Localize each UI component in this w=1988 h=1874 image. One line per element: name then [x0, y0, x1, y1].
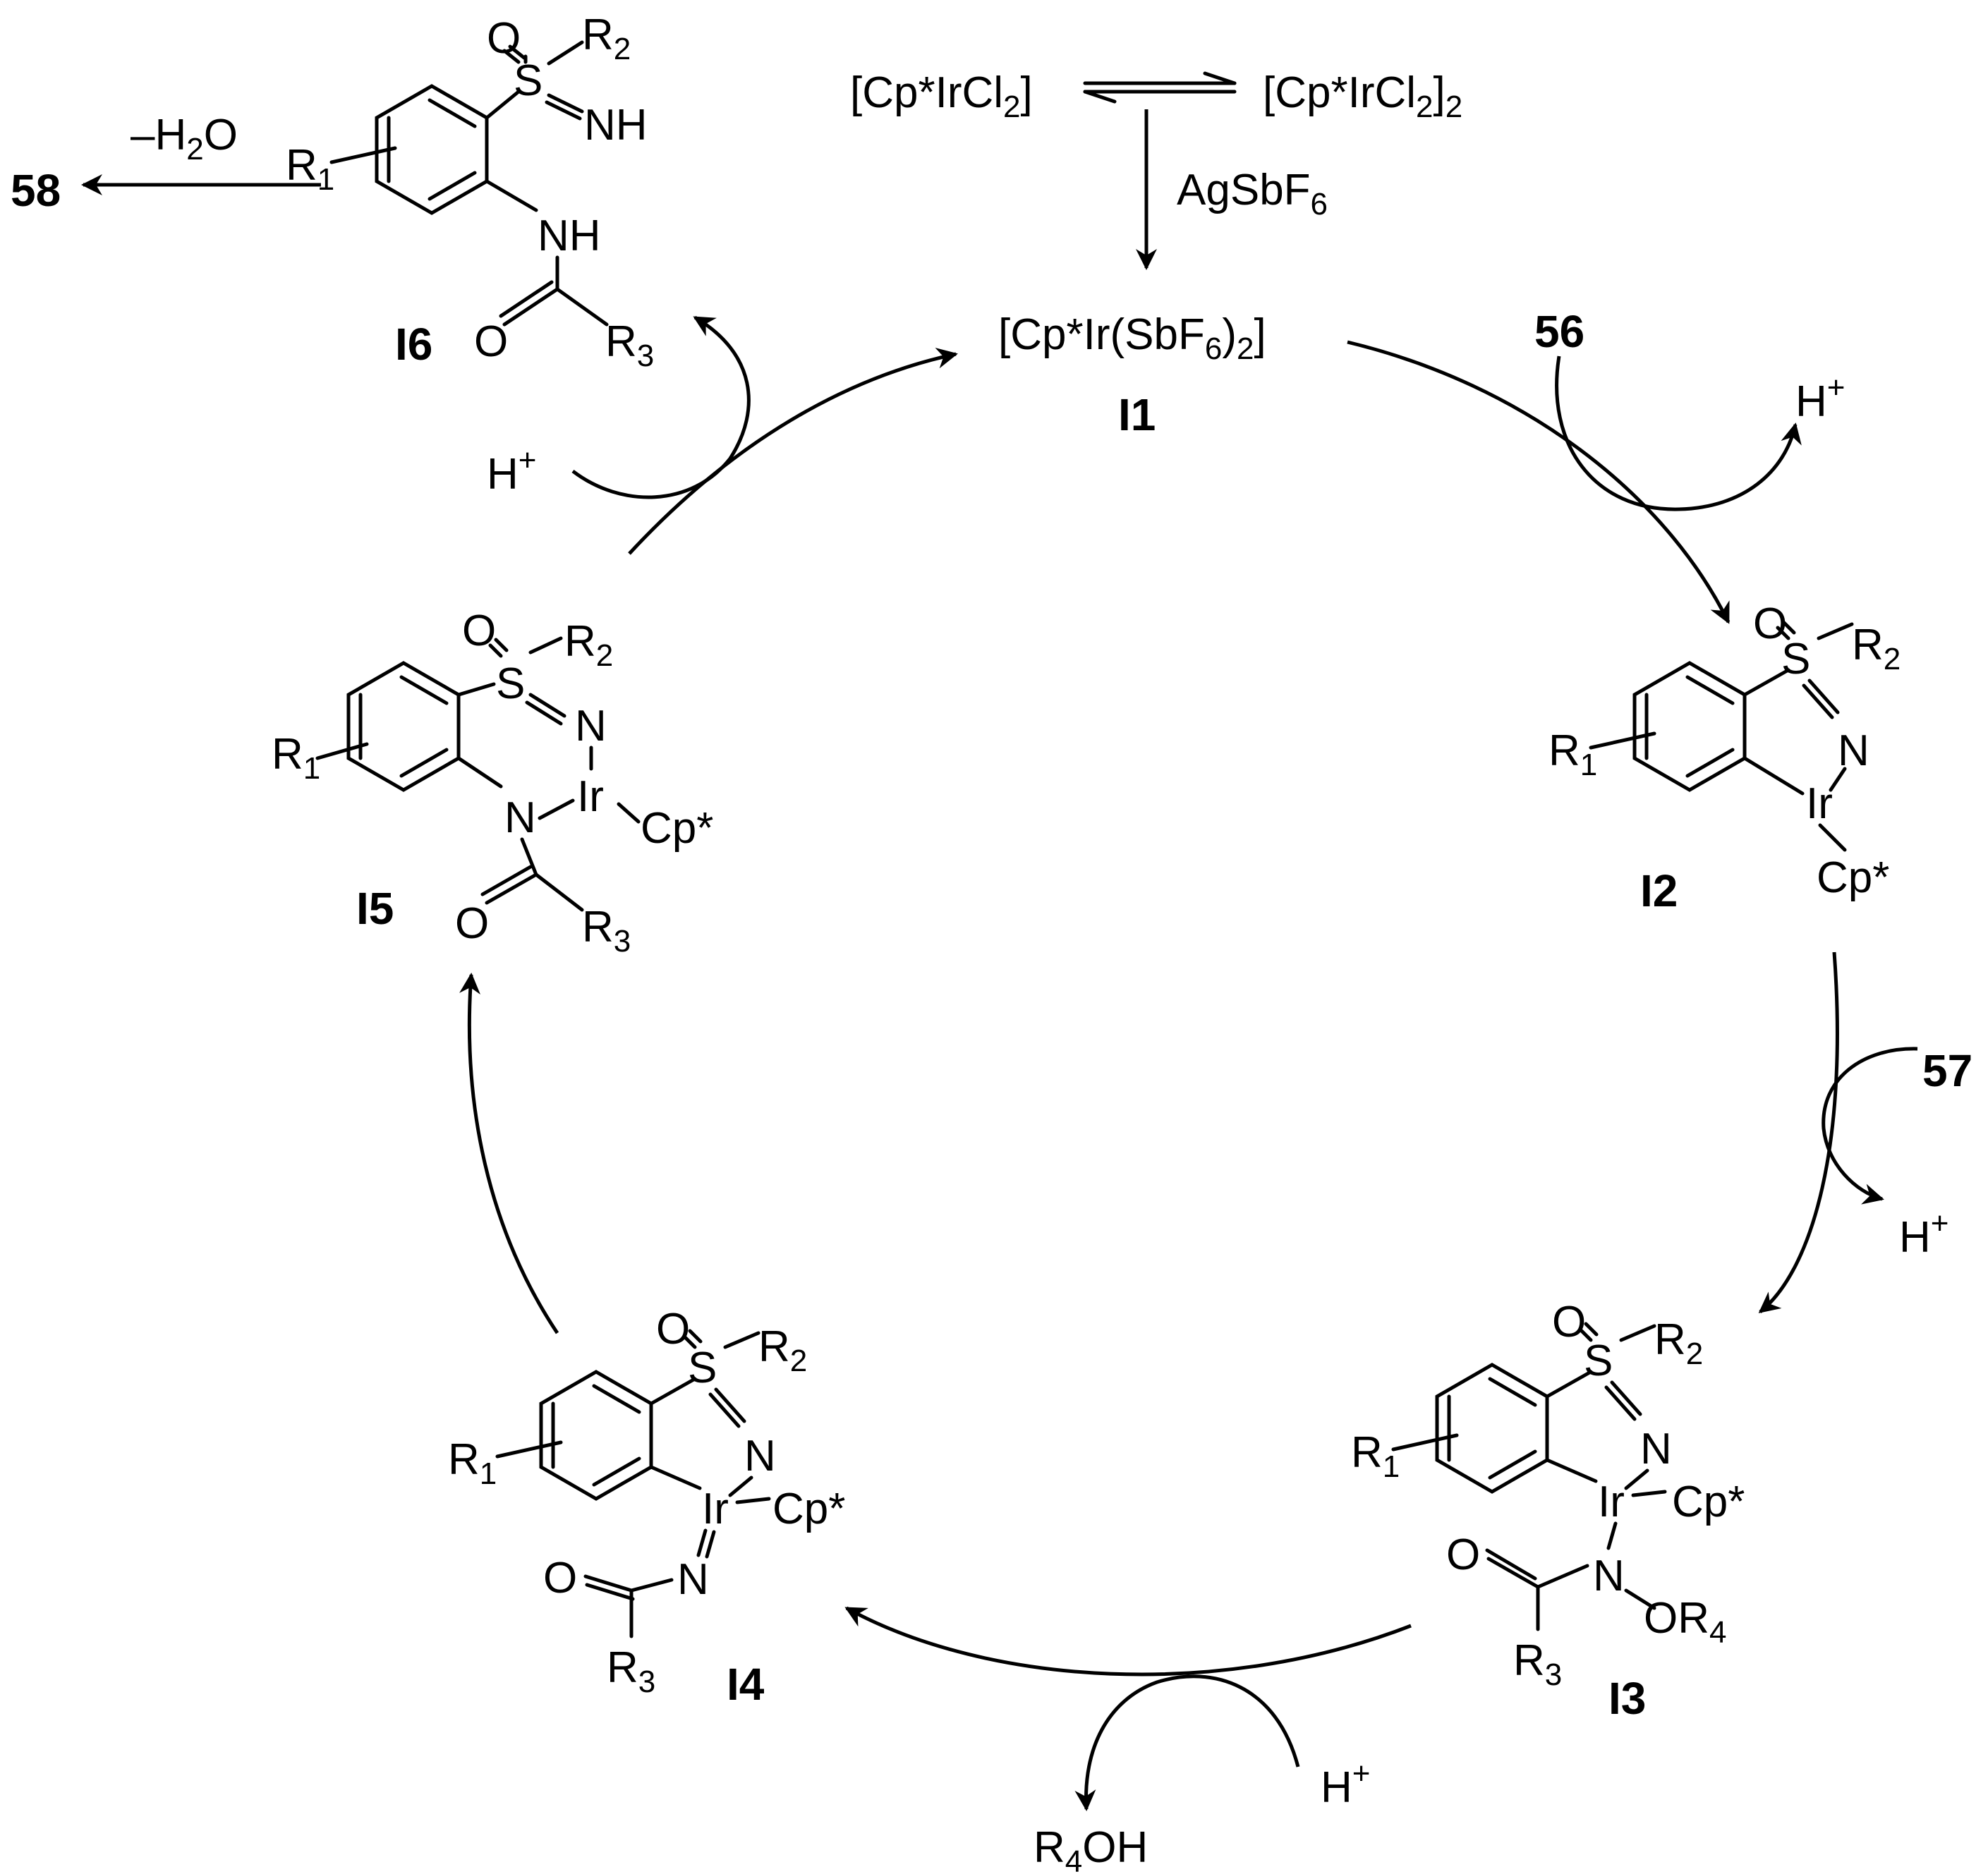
compound-58-label: 58 [11, 165, 61, 216]
arrow-i2-to-i3 [1758, 951, 1839, 1313]
arrow-i1-to-i2 [1347, 340, 1731, 624]
equilibrium-arrows [1083, 71, 1237, 104]
cpircl2-dimer-label: [Cp*IrCl2]2 [1263, 68, 1462, 124]
minus-h2o-label: –H2O [131, 111, 238, 166]
svg-text:R3: R3 [605, 317, 654, 373]
svg-text:N: N [677, 1555, 709, 1604]
svg-text:OR4: OR4 [1644, 1594, 1726, 1650]
svg-text:R2: R2 [1852, 621, 1901, 676]
svg-text:O: O [455, 899, 489, 948]
svg-text:Cp*: Cp* [1672, 1478, 1745, 1526]
h-plus-label-4: H+ [487, 443, 536, 499]
cycle-arrows [459, 340, 1839, 1677]
svg-text:Cp*: Cp* [641, 804, 713, 853]
arrow-i4-to-i5 [459, 973, 559, 1334]
r4oh-label: R4OH [1034, 1823, 1148, 1874]
svg-text:R3: R3 [1513, 1636, 1562, 1692]
svg-text:Ir: Ir [1806, 779, 1833, 828]
intermediate-i4: S O R2 N Ir Cp* N O R3 R1 I4 [448, 1305, 845, 1710]
svg-text:O: O [474, 317, 508, 366]
i3-label: I3 [1608, 1673, 1646, 1724]
svg-text:N: N [1838, 726, 1869, 775]
svg-text:S: S [496, 659, 525, 708]
svg-text:R2: R2 [1654, 1315, 1703, 1371]
arrow-i5-to-i1 [628, 347, 958, 555]
svg-text:O: O [487, 14, 521, 63]
svg-text:N: N [1640, 1425, 1672, 1473]
i4-label: I4 [727, 1659, 765, 1710]
svg-text:O: O [462, 607, 496, 655]
svg-text:R1: R1 [448, 1435, 497, 1491]
svg-text:R3: R3 [582, 903, 631, 959]
i5-label: I5 [356, 883, 394, 934]
svg-text:NH: NH [538, 212, 601, 260]
svg-text:R2: R2 [582, 11, 631, 66]
svg-text:O: O [1753, 600, 1787, 648]
svg-text:S: S [1781, 635, 1810, 683]
svg-text:O: O [543, 1554, 577, 1602]
svg-text:R2: R2 [564, 617, 613, 673]
svg-text:R1: R1 [286, 141, 334, 197]
h-plus-label-3: H+ [1321, 1756, 1370, 1812]
svg-text:N: N [744, 1432, 776, 1480]
svg-text:S: S [1584, 1337, 1613, 1385]
svg-text:R1: R1 [272, 730, 320, 786]
compound-57-label: 57 [1922, 1045, 1972, 1096]
svg-text:R1: R1 [1351, 1428, 1400, 1484]
intermediate-i5: S O R2 N Ir Cp* N O R3 R1 I5 [272, 607, 713, 959]
svg-text:S: S [514, 56, 543, 105]
i2-label: I2 [1640, 865, 1678, 916]
svg-text:O: O [1552, 1298, 1586, 1346]
agsbf6-label: AgSbF6 [1177, 166, 1328, 221]
h-plus-label-1: H+ [1795, 370, 1845, 426]
svg-text:S: S [688, 1344, 717, 1392]
svg-text:O: O [656, 1305, 690, 1353]
intermediate-i6: S O R2 NH NH O R3 R1 I6 [286, 11, 654, 373]
svg-text:Ir: Ir [577, 772, 604, 821]
svg-text:Ir: Ir [702, 1485, 729, 1533]
i1-label: I1 [1118, 389, 1156, 440]
svg-text:Cp*: Cp* [772, 1485, 845, 1533]
svg-text:NH: NH [584, 101, 648, 150]
h-plus-label-2: H+ [1899, 1206, 1948, 1262]
catalyst-activation: [Cp*IrCl2] [Cp*IrCl2]2 AgSbF6 [Cp*Ir(SbF… [850, 68, 1462, 440]
i6-label: I6 [395, 319, 432, 370]
svg-text:N: N [504, 793, 536, 842]
svg-text:R1: R1 [1548, 726, 1597, 782]
cpircl2-label: [Cp*IrCl2] [850, 68, 1033, 124]
intermediate-i2: S O R2 N Ir Cp* R1 I2 [1548, 600, 1901, 916]
intermediate-i3: S O R2 N Ir Cp* N OR4 O R3 R1 I3 [1351, 1298, 1745, 1724]
svg-text:N: N [1593, 1552, 1625, 1600]
svg-text:N: N [575, 702, 607, 750]
svg-text:O: O [1446, 1531, 1480, 1579]
arrow-i3-to-i4 [844, 1606, 1412, 1677]
svg-text:Cp*: Cp* [1817, 853, 1889, 902]
compound-56-label: 56 [1534, 306, 1584, 357]
reagent-arrows: 56 H+ 57 H+ H+ R4OH H+ –H2O 58 [11, 111, 1972, 1874]
svg-text:R2: R2 [758, 1322, 807, 1378]
svg-text:Ir: Ir [1598, 1478, 1625, 1526]
i1-formula: [Cp*Ir(SbF6)2] [998, 310, 1266, 366]
svg-text:R3: R3 [607, 1643, 655, 1699]
